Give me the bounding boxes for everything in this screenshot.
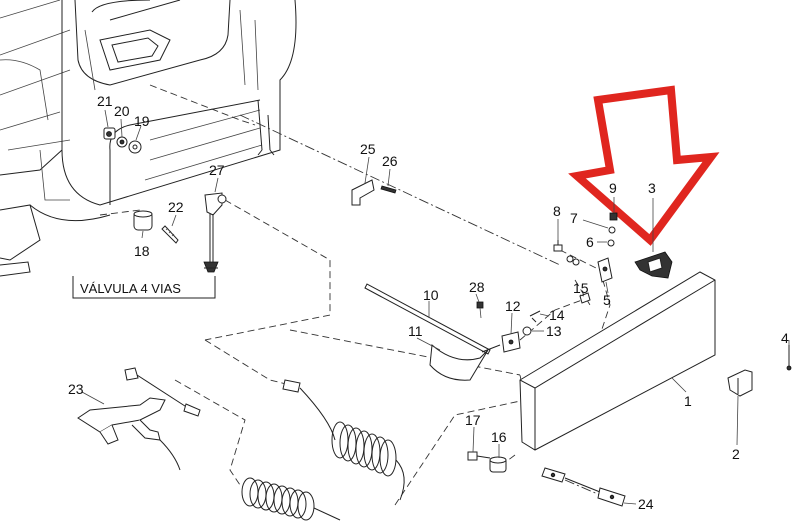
callout-4: 4 xyxy=(781,330,789,346)
part-18-bushing xyxy=(133,210,153,231)
part-1-panel xyxy=(519,271,716,451)
callout-20: 20 xyxy=(114,103,130,119)
callout-3: 3 xyxy=(648,180,656,196)
part-23-air-gun xyxy=(77,367,201,471)
callout-15: 15 xyxy=(573,280,589,296)
part-27-elbow-fitting xyxy=(203,192,227,273)
callout-26: 26 xyxy=(382,153,398,169)
callout-10: 10 xyxy=(423,287,439,303)
callout-5: 5 xyxy=(603,292,611,308)
callout-7: 7 xyxy=(570,210,578,226)
valve-label-box: VÁLVULA 4 VIAS xyxy=(72,276,216,299)
part-24-cable xyxy=(541,467,626,507)
callout-8: 8 xyxy=(553,203,561,219)
callout-11: 11 xyxy=(408,323,423,339)
part-7-washer xyxy=(608,226,616,234)
callout-13: 13 xyxy=(546,323,562,339)
machine-body xyxy=(0,0,297,277)
part-19-washer xyxy=(128,140,142,154)
callout-23: 23 xyxy=(68,381,84,397)
part-26-screw xyxy=(380,185,397,194)
callout-1: 1 xyxy=(684,393,692,409)
part-11-handle xyxy=(429,343,501,381)
part-9-screw xyxy=(609,212,618,221)
part-14-pin xyxy=(529,310,541,323)
part-12-bracket xyxy=(501,331,521,353)
callout-2: 2 xyxy=(732,446,740,462)
callout-17: 17 xyxy=(465,412,481,428)
callout-27: 27 xyxy=(209,162,225,178)
part-20-washer xyxy=(116,136,128,148)
part-10-rod xyxy=(364,283,491,355)
part-17-screw xyxy=(467,451,491,461)
air-hose xyxy=(241,379,405,521)
part-2-bracket xyxy=(727,369,753,397)
part-13-washer xyxy=(522,326,532,336)
part-5-bracket xyxy=(597,257,613,283)
callout-labels: 21 20 19 18 22 27 25 26 23 10 11 28 12 1… xyxy=(68,93,789,512)
red-arrow-icon xyxy=(568,85,720,246)
part-6-nuts xyxy=(566,239,615,266)
callout-9: 9 xyxy=(609,180,617,196)
callout-22: 22 xyxy=(168,199,184,215)
part-28-screw xyxy=(476,301,484,319)
callout-24: 24 xyxy=(638,496,654,512)
callout-6: 6 xyxy=(586,234,594,250)
callout-14: 14 xyxy=(549,307,565,323)
part-25-bracket xyxy=(351,179,375,206)
callout-16: 16 xyxy=(491,429,507,445)
part-3-hinge xyxy=(634,251,673,279)
callout-19: 19 xyxy=(134,113,150,129)
callout-21: 21 xyxy=(97,93,113,109)
part-22-screw xyxy=(161,225,179,244)
valve-label: VÁLVULA 4 VIAS xyxy=(80,281,181,296)
part-4-pin xyxy=(786,345,792,371)
part-8-screw xyxy=(553,240,563,252)
callout-18: 18 xyxy=(134,243,150,259)
callout-leaders xyxy=(81,109,790,505)
callout-28: 28 xyxy=(469,279,485,295)
callout-12: 12 xyxy=(505,298,521,314)
callout-25: 25 xyxy=(360,141,376,157)
part-21-nut xyxy=(103,127,116,140)
part-16-bushing xyxy=(489,456,507,473)
